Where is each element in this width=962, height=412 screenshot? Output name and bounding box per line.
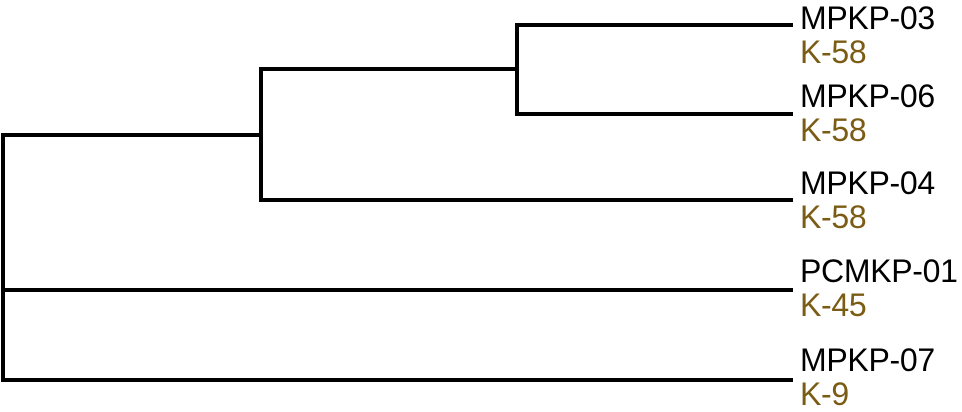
serotype-label: K-58 xyxy=(800,199,867,235)
tip-label-mpkp-03: MPKP-03 K-58 xyxy=(800,2,962,68)
tree-branch-lines xyxy=(1,23,793,382)
taxon-name: MPKP-03 xyxy=(800,0,935,36)
tip-label-mpkp-06: MPKP-06 K-58 xyxy=(800,80,962,146)
taxon-name: MPKP-04 xyxy=(800,165,935,201)
tip-label-mpkp-04: MPKP-04 K-58 xyxy=(800,167,962,233)
tip-label-mpkp-07: MPKP-07 K-9 xyxy=(800,344,962,410)
tip-label-pcmkp-01: PCMKP-01 K-45 xyxy=(800,255,962,321)
serotype-label: K-9 xyxy=(800,376,849,412)
taxon-name: PCMKP-01 xyxy=(800,253,958,289)
serotype-label: K-58 xyxy=(800,112,867,148)
serotype-label: K-58 xyxy=(800,34,867,70)
taxon-name: MPKP-06 xyxy=(800,78,935,114)
serotype-label: K-45 xyxy=(800,287,867,323)
taxon-name: MPKP-07 xyxy=(800,342,935,378)
